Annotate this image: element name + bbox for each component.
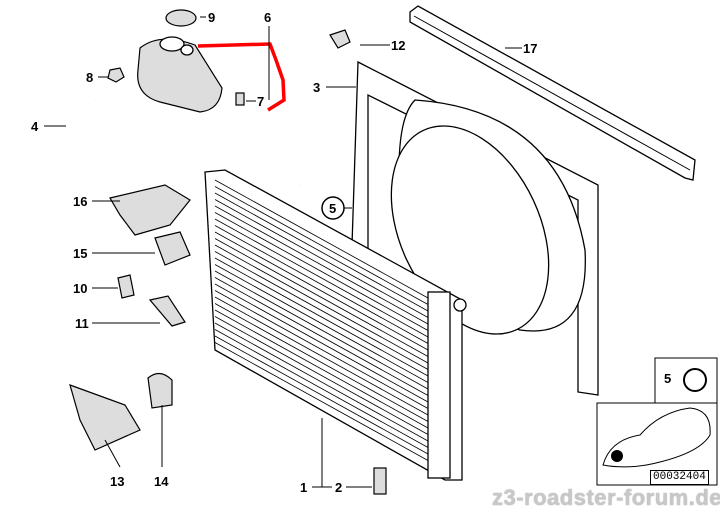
seal-strip [409, 5, 696, 181]
radiator-fin [214, 309, 429, 429]
radiator-fin [214, 251, 429, 370]
label-5: 5 [329, 201, 336, 216]
highlight-marker [197, 42, 286, 112]
radiator-fin [214, 270, 429, 390]
radiator-fin [214, 264, 429, 383]
clip-12 [329, 29, 351, 49]
radiator-fin [214, 322, 429, 442]
radiator-fin [214, 192, 429, 312]
label-8: 8 [86, 70, 93, 85]
radiator [204, 169, 467, 481]
radiator-fin [214, 296, 429, 416]
radiator-fin [214, 179, 429, 299]
label-7: 7 [257, 94, 264, 109]
label-3: 3 [313, 80, 320, 95]
label-12: 12 [391, 38, 405, 53]
fan-shroud [351, 60, 599, 396]
radiator-fin [214, 244, 429, 364]
label-9: 9 [208, 10, 215, 25]
radiator-fin [214, 238, 429, 357]
diagram-code: 00032404 [650, 470, 709, 485]
label-6: 6 [264, 10, 271, 25]
label-4: 4 [31, 119, 39, 134]
radiator-fin [214, 186, 429, 305]
radiator-fin [214, 342, 429, 461]
radiator-fin [214, 212, 429, 331]
radiator-fin [214, 205, 429, 325]
label-1: 1 [300, 480, 307, 495]
label-5-inset: 5 [664, 371, 671, 386]
hose-inner [64, 98, 302, 186]
bracket-16 [109, 184, 191, 236]
screw-2 [373, 467, 387, 495]
radiator-fin [214, 257, 429, 377]
radiator-fin [214, 218, 429, 338]
radiator-fin [214, 303, 429, 422]
radiator-fin [214, 316, 429, 435]
watermark: z3-roadster-forum.de [492, 485, 720, 508]
callout-circle-5 [321, 196, 345, 220]
radiator-fin [214, 277, 429, 396]
radiator-fin [214, 335, 429, 455]
label-17: 17 [523, 41, 537, 56]
location-dot [611, 450, 623, 462]
label-13: 13 [110, 474, 124, 489]
car-outline-icon [602, 407, 711, 468]
rubber-mount-15 [154, 231, 191, 266]
label-16: 16 [73, 194, 87, 209]
label-15: 15 [73, 246, 87, 261]
plug-10 [117, 274, 135, 299]
nut-8 [107, 67, 125, 83]
bracket-13 [69, 384, 141, 451]
switch-11 [148, 295, 186, 327]
radiator-fin [214, 225, 429, 344]
radiator-fin [214, 199, 429, 318]
expansion-tank [137, 9, 223, 113]
hose-clamp-icon [683, 368, 707, 392]
mount-14 [147, 372, 173, 409]
inset-clamp: 5 [654, 357, 718, 405]
label-2: 2 [335, 480, 342, 495]
label-11: 11 [75, 316, 89, 331]
label-14: 14 [154, 474, 169, 489]
label-10: 10 [73, 281, 87, 296]
radiator-fin [214, 329, 429, 448]
leader-lines [44, 16, 522, 488]
radiator-fin [214, 290, 429, 409]
screw-7 [235, 92, 245, 106]
radiator-fin [214, 283, 429, 403]
radiator-fin [214, 231, 429, 351]
